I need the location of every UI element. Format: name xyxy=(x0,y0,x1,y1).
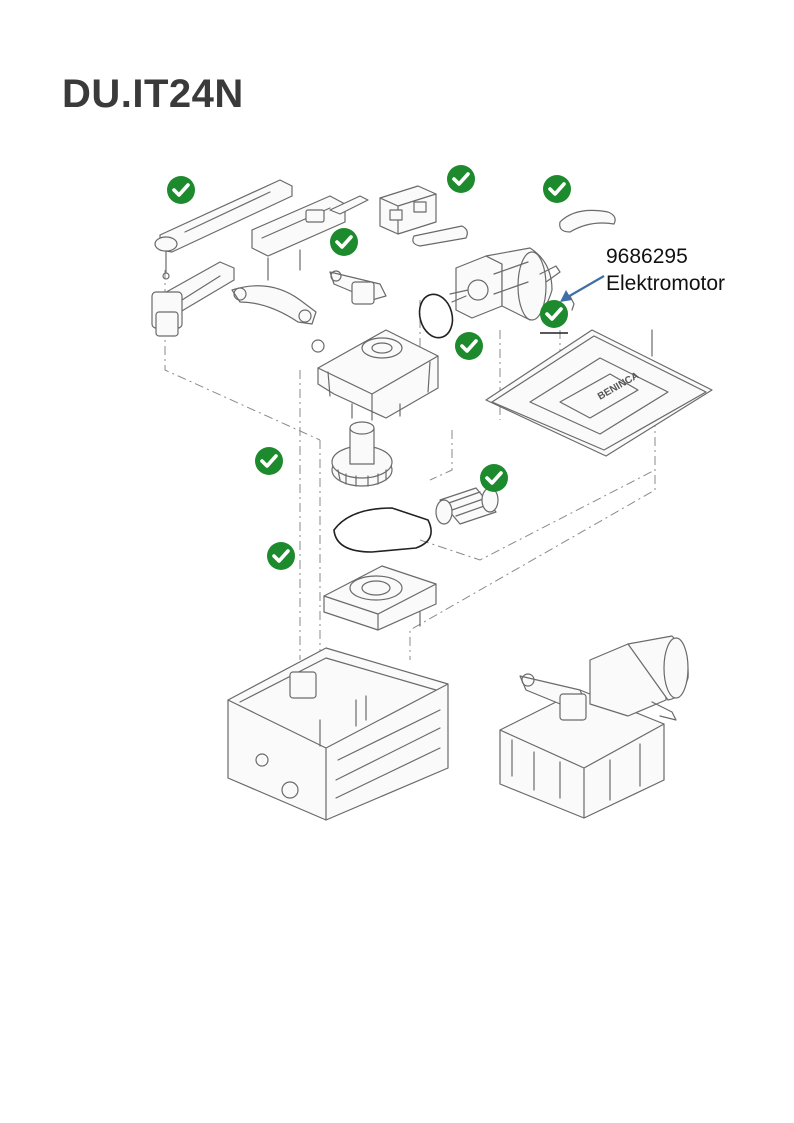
o-ring xyxy=(418,293,454,339)
gearbox-arm xyxy=(329,270,387,305)
check-circle-icon xyxy=(265,540,297,572)
gearbox-upper-housing xyxy=(311,329,439,421)
check-circle-icon xyxy=(478,462,510,494)
check-circle-icon xyxy=(453,330,485,362)
release-key-2 xyxy=(559,209,616,233)
callout-arrow xyxy=(540,275,605,334)
check-circle-icon xyxy=(253,445,285,477)
assembled-unit xyxy=(499,635,689,819)
cover-lid: BENINCA xyxy=(485,329,713,457)
bracket xyxy=(251,195,369,281)
stop-block xyxy=(379,185,437,235)
electric-motor xyxy=(449,247,561,321)
part-callout: 9686295 Elektromotor xyxy=(606,243,725,297)
worm-screw xyxy=(435,487,499,525)
gasket xyxy=(333,507,432,553)
part-number: 9686295 xyxy=(606,245,688,268)
check-circle-icon xyxy=(328,226,360,258)
gearbox-lower-housing xyxy=(323,565,437,631)
check-circle-icon xyxy=(165,174,197,206)
page-title: DU.IT24N xyxy=(62,72,244,116)
gear-wheel xyxy=(331,421,393,487)
check-circle-icon xyxy=(445,163,477,195)
release-key-1 xyxy=(412,225,468,247)
part-name: Elektromotor xyxy=(606,272,726,295)
foundation-box xyxy=(227,647,449,821)
check-circle-icon xyxy=(541,173,573,205)
check-circle-icon xyxy=(538,298,570,330)
upper-lever-arm xyxy=(154,179,293,280)
curved-link xyxy=(231,285,317,325)
lower-lever-arm xyxy=(151,261,235,337)
